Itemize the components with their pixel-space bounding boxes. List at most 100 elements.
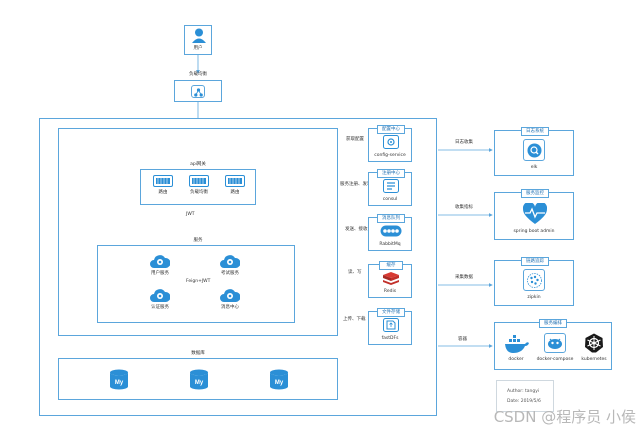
redis-label: Redis: [383, 289, 397, 294]
service-message: 消息中心: [210, 286, 250, 314]
docker-label: docker: [508, 357, 524, 362]
jwt-label: JWT: [186, 212, 195, 217]
consul-edge-label: 服务注册、发现: [340, 182, 372, 187]
deploy-tag: 服务编排: [539, 319, 567, 328]
settings-icon: [383, 135, 399, 149]
spring-boot-admin-label: spring boot admin: [513, 229, 555, 234]
config-service-tag: 配置中心: [377, 125, 405, 134]
config-service-node: 配置中心 config-service: [368, 125, 412, 162]
service-message-label: 消息中心: [221, 305, 239, 310]
elk-panel: 日志系统 elk: [494, 127, 574, 176]
user-label: 用户: [193, 46, 203, 51]
gateway-title: api网关: [190, 162, 206, 167]
mysql-icon-text: My: [195, 380, 204, 386]
fastdfs-node: 文件存储 fastDFs: [368, 308, 412, 345]
rabbitmq-label: RabbitMq: [379, 242, 401, 247]
cloud-gear-icon: [150, 289, 170, 302]
network-icon: [194, 88, 203, 97]
gateway-item-1-label: 路由: [158, 190, 168, 195]
consul-label: consul: [382, 197, 398, 202]
mysql-icon: My: [270, 369, 288, 390]
consul-node: 注册中心 consul: [368, 169, 412, 206]
docker-item: docker: [499, 333, 533, 367]
meta-box: Author: tangyi Date: 2019/5/6: [496, 380, 554, 412]
rabbitmq-tag: 消息队列: [377, 214, 405, 223]
heartbeat-icon: [523, 203, 547, 224]
file-storage-icon: [383, 318, 399, 332]
database-box: My My My: [58, 358, 338, 400]
sba-edge-label: 收集指标: [455, 205, 473, 210]
services-box: 用户服务 考试服务 Feign+JWT 认证服务 消息中心: [97, 245, 295, 323]
zipkin-panel: 链路追踪 zipkin: [494, 257, 574, 306]
feign-jwt-label: Feign+JWT: [186, 279, 211, 284]
spring-boot-admin-tag: 服务监控: [521, 189, 549, 198]
user-node: 用户: [184, 25, 212, 55]
rabbitmq-node: 消息队列 RabbitMq: [368, 214, 412, 251]
gateway-item-3: 路由: [223, 175, 247, 203]
service-auth: 认证服务: [140, 286, 180, 314]
load-balancer-label: 负载均衡: [189, 72, 207, 77]
meta-author: Author: tangyi: [507, 389, 540, 394]
registry-icon: [383, 179, 399, 193]
zipkin-edge-label: 采集数据: [455, 275, 473, 280]
mysql-icon-text: My: [275, 380, 284, 386]
cloud-gear-icon: [220, 289, 240, 302]
deploy-panel: 服务编排 docker docker-compose kubernetes: [494, 319, 612, 370]
kubernetes-label: kubernetes: [581, 357, 607, 362]
redis-edge-label: 读、写: [348, 270, 362, 275]
spring-boot-admin-panel: 服务监控 spring boot admin: [494, 189, 574, 240]
kubernetes-icon: [585, 333, 603, 353]
service-exam: 考试服务: [210, 252, 250, 280]
docker-compose-label: docker-compose: [536, 357, 574, 362]
service-user: 用户服务: [140, 252, 180, 280]
message-queue-icon: [380, 225, 402, 237]
load-balancer-icon-frame: [191, 85, 205, 98]
service-auth-label: 认证服务: [151, 305, 169, 310]
service-user-label: 用户服务: [151, 271, 169, 276]
redis-tag: 缓存: [379, 261, 403, 270]
services-title: 服务: [193, 238, 203, 243]
elk-icon-frame: [523, 139, 545, 161]
load-balancer-device-icon: [189, 175, 209, 187]
mysql-icon: My: [190, 369, 208, 390]
meta-date: Date: 2019/5/6: [507, 399, 541, 404]
elk-edge-label: 日志收集: [455, 140, 473, 145]
database-title: 数据库: [191, 351, 205, 356]
elk-label: elk: [530, 165, 538, 170]
elk-tag: 日志系统: [521, 127, 549, 136]
fastdfs-edge-label: 上传、下载: [343, 317, 366, 322]
rabbitmq-edge-label: 发送、接收: [345, 227, 368, 232]
gateway-item-2-label: 负载均衡: [190, 190, 208, 195]
router-icon: [225, 175, 245, 187]
redis-node: 缓存 Redis: [368, 261, 412, 298]
docker-icon: [505, 335, 529, 353]
zipkin-icon-frame: [523, 269, 545, 291]
docker-compose-item: docker-compose: [535, 333, 575, 367]
tracing-icon: [527, 273, 542, 288]
docker-compose-icon-frame: [544, 333, 566, 353]
service-exam-label: 考试服务: [221, 271, 239, 276]
router-icon: [153, 175, 173, 187]
gateway-item-2: 负载均衡: [185, 175, 213, 203]
mysql-icon-text: My: [115, 380, 124, 386]
config-service-label: config-service: [374, 153, 406, 158]
zipkin-tag: 链路追踪: [521, 257, 549, 266]
docker-compose-icon: [548, 338, 562, 349]
user-icon: [192, 28, 206, 43]
gateway-box: 路由 负载均衡 路由: [140, 169, 256, 205]
gateway-item-3-label: 路由: [230, 190, 240, 195]
cloud-gear-icon: [220, 255, 240, 268]
consul-tag: 注册中心: [377, 169, 405, 178]
load-balancer-node: [174, 80, 222, 102]
log-search-icon: [527, 143, 542, 158]
watermark: CSDN @程序员 小侯: [493, 408, 636, 426]
config-edge-label: 获取配置: [346, 137, 364, 142]
fastdfs-tag: 文件存储: [377, 308, 405, 317]
zipkin-label: zipkin: [527, 295, 541, 300]
deploy-edge-label: 容器: [458, 337, 467, 342]
gateway-item-1: 路由: [151, 175, 175, 203]
cloud-gear-icon: [150, 255, 170, 268]
kubernetes-item: kubernetes: [577, 333, 611, 367]
redis-icon: [383, 272, 399, 285]
fastdfs-label: fastDFs: [381, 336, 399, 341]
